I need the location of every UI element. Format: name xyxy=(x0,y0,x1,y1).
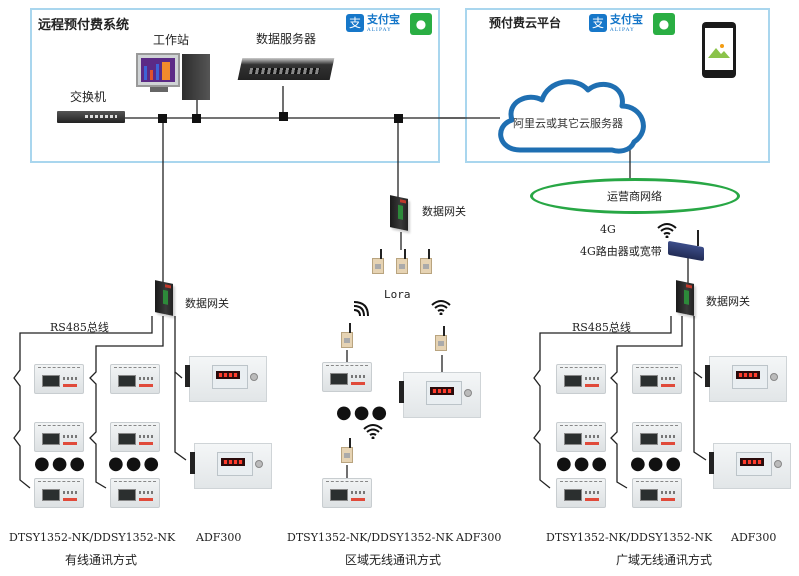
wechat-icon: ● xyxy=(653,13,675,35)
ellipsis-icon: ●●● xyxy=(630,453,684,474)
energy-meter xyxy=(632,422,682,452)
data-gateway-label: 数据网关 xyxy=(706,295,750,308)
data-gateway-label: 数据网关 xyxy=(422,205,466,218)
energy-meter xyxy=(322,362,372,392)
rs485-label: RS485总线 xyxy=(572,321,631,334)
energy-meter xyxy=(34,422,84,452)
meter-model-label: DTSY1352-NK/DDSY1352-NK xyxy=(9,531,176,544)
carrier-network-ellipse xyxy=(530,178,740,214)
meter-model-label: DTSY1352-NK/DDSY1352-NK xyxy=(546,531,713,544)
lora-module xyxy=(435,326,447,351)
workstation-stand xyxy=(150,87,168,92)
energy-meter xyxy=(322,478,372,508)
section-caption: 广域无线通讯方式 xyxy=(616,553,713,567)
adf300-device xyxy=(705,356,787,402)
cloud-platform-title: 预付费云平台 xyxy=(489,16,562,30)
adf300-device xyxy=(709,443,791,489)
wifi-icon xyxy=(363,424,383,439)
alipay-sub: ALIPAY xyxy=(610,27,635,33)
lora-module xyxy=(341,323,353,348)
section-caption: 有线通讯方式 xyxy=(65,553,138,567)
lora-module xyxy=(341,438,353,463)
bus-node xyxy=(279,112,288,121)
energy-meter xyxy=(632,478,682,508)
carrier-network-label: 运营商网络 xyxy=(607,190,662,203)
data-gateway-device xyxy=(155,280,173,316)
alipay-icon: 支 xyxy=(589,14,607,32)
router-antenna xyxy=(697,230,699,246)
energy-meter xyxy=(556,422,606,452)
router-4g-tag: 4G xyxy=(600,223,616,236)
data-server-device xyxy=(237,58,335,80)
wifi-icon xyxy=(431,300,451,315)
switch-device xyxy=(57,111,125,123)
bus-node xyxy=(192,114,201,123)
alipay-text: 支付宝 xyxy=(610,13,643,26)
alipay-text: 支付宝 xyxy=(367,13,400,26)
energy-meter xyxy=(34,478,84,508)
energy-meter xyxy=(110,478,160,508)
lora-label: Lora xyxy=(384,288,411,301)
data-gateway-device xyxy=(676,280,694,316)
energy-meter xyxy=(632,364,682,394)
workstation-label: 工作站 xyxy=(153,33,190,47)
ellipsis-icon: ●●● xyxy=(108,453,162,474)
data-gateway-device xyxy=(390,195,408,231)
energy-meter xyxy=(556,478,606,508)
local-system-panel: 远程预付费系统 xyxy=(30,8,440,163)
device-model-label: ADF300 xyxy=(731,531,777,544)
ellipsis-icon: ●●● xyxy=(556,453,610,474)
device-model-label: ADF300 xyxy=(196,531,242,544)
workstation-monitor xyxy=(136,53,180,87)
router-4g-label: 4G路由器或宽带 xyxy=(580,245,662,258)
bus-node xyxy=(158,114,167,123)
section-caption: 区域无线通讯方式 xyxy=(345,553,442,567)
wifi-icon xyxy=(657,223,677,238)
mobile-phone-icon xyxy=(702,22,736,78)
adf300-device xyxy=(399,372,481,418)
lora-module xyxy=(420,249,432,274)
alipay-icon: 支 xyxy=(346,14,364,32)
lora-module xyxy=(372,249,384,274)
device-model-label: ADF300 xyxy=(456,531,502,544)
data-server-label: 数据服务器 xyxy=(256,32,317,46)
wechat-icon: ● xyxy=(410,13,432,35)
lora-module xyxy=(396,249,408,274)
data-gateway-label: 数据网关 xyxy=(185,297,229,310)
energy-meter xyxy=(110,422,160,452)
alipay-sub: ALIPAY xyxy=(367,27,392,33)
cloud-server-icon xyxy=(498,79,646,154)
workstation-tower xyxy=(182,54,210,100)
energy-meter xyxy=(34,364,84,394)
rs485-label: RS485总线 xyxy=(50,321,109,334)
cloud-server-label: 阿里云或其它云服务器 xyxy=(513,117,623,130)
adf300-device xyxy=(190,443,272,489)
bus-node xyxy=(394,114,403,123)
energy-meter xyxy=(556,364,606,394)
ellipsis-icon: ●●● xyxy=(34,453,88,474)
meter-model-label: DTSY1352-NK/DDSY1352-NK xyxy=(287,531,454,544)
ellipsis-icon: ●●● xyxy=(336,402,390,423)
image-icon xyxy=(708,44,730,58)
switch-label: 交换机 xyxy=(70,90,107,104)
energy-meter xyxy=(110,364,160,394)
adf300-device xyxy=(185,356,267,402)
wifi-icon xyxy=(353,301,369,316)
local-system-title: 远程预付费系统 xyxy=(38,18,130,33)
